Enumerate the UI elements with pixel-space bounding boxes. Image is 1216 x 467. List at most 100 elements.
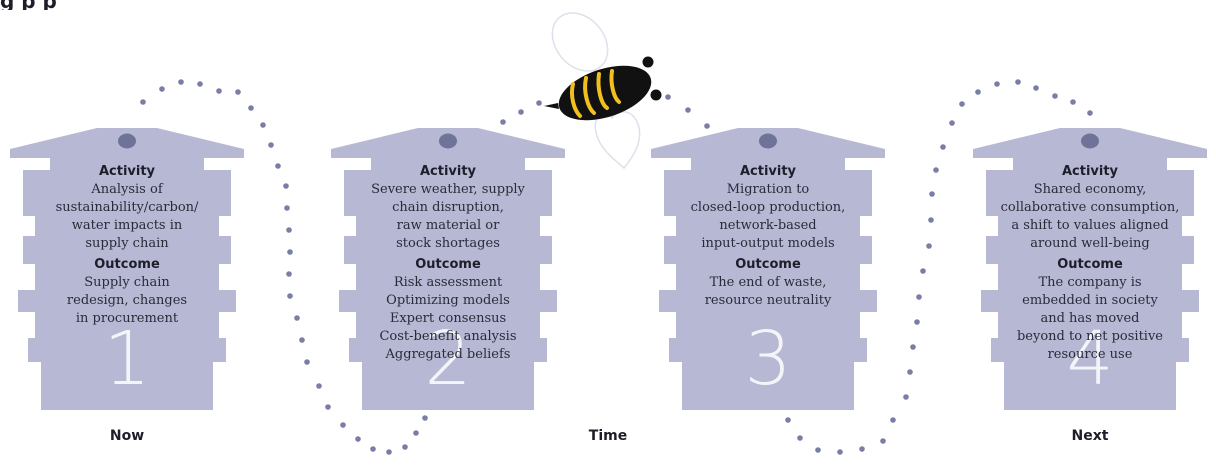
path-dot [910, 344, 916, 350]
path-dot [815, 447, 821, 453]
path-dot [299, 337, 305, 343]
path-dot [1052, 93, 1058, 99]
path-dot [287, 249, 293, 255]
outcome-line: Cost-benefit analysis [379, 329, 517, 344]
header-fragment: g p p [0, 0, 1216, 10]
outcome-line: embedded in society [1022, 293, 1158, 308]
path-dot [140, 99, 146, 105]
stage-number: 4 [1066, 316, 1113, 402]
path-dot [880, 438, 886, 444]
hive-4: 4 [973, 128, 1207, 410]
activity-line: raw material or [396, 218, 500, 233]
path-dot [837, 449, 843, 455]
activity-heading: Activity [739, 164, 797, 179]
path-dot [916, 294, 922, 300]
activity-line: stock shortages [396, 236, 500, 251]
path-dot [1087, 110, 1093, 116]
outcome-line: The end of waste, [709, 275, 827, 290]
bee-icon [544, 12, 662, 170]
activity-line: Migration to [726, 182, 810, 197]
path-dot [518, 109, 524, 115]
path-dot [500, 119, 506, 125]
path-dot [284, 205, 290, 211]
path-dot [536, 100, 542, 106]
path-dot [159, 86, 165, 92]
path-dot [286, 227, 292, 233]
path-dot [178, 79, 184, 85]
path-dot [926, 243, 932, 249]
activity-line: Analysis of [91, 182, 163, 197]
activity-line: Shared economy, [1033, 182, 1147, 197]
path-dot [907, 369, 913, 375]
activity-line: network-based [719, 218, 817, 233]
label-time: Time [588, 428, 628, 444]
outcome-line: Optimizing models [386, 293, 510, 308]
stage-number: 2 [424, 316, 471, 402]
path-dot [268, 142, 274, 148]
outcome-line: Expert consensus [389, 311, 507, 326]
activity-line: water impacts in [71, 218, 183, 233]
path-dot [1033, 85, 1039, 91]
activity-heading: Activity [98, 164, 156, 179]
hive-entrance [1081, 133, 1099, 149]
outcome-line: The company is [1038, 275, 1142, 290]
outcome-line: and has moved [1040, 311, 1140, 326]
outcome-line: Risk assessment [393, 275, 503, 290]
outcome-heading: Outcome [415, 257, 481, 272]
activity-line: chain disruption, [392, 200, 504, 215]
path-dot [286, 271, 292, 277]
path-dot [704, 123, 710, 129]
path-dot [928, 217, 934, 223]
path-dot [859, 446, 865, 452]
activity-heading: Activity [1061, 164, 1119, 179]
path-dot [216, 88, 222, 94]
hives-group: 1 2 3 4 [10, 128, 1207, 410]
path-dot [235, 89, 241, 95]
path-dot [665, 94, 671, 100]
hive-2: 2 [331, 128, 565, 410]
path-dot [797, 435, 803, 441]
path-dot [929, 191, 935, 197]
hive-body [651, 128, 885, 410]
activity-line: input-output models [701, 236, 835, 251]
path-dot [949, 120, 955, 126]
path-dot [370, 446, 376, 452]
hive-entrance [759, 133, 777, 149]
path-dot [386, 449, 392, 455]
path-dot [903, 394, 909, 400]
path-dot [1070, 99, 1076, 105]
outcome-line: Supply chain [84, 275, 170, 290]
path-dot [325, 404, 331, 410]
path-dot [260, 122, 266, 128]
hive-1: 1 [10, 128, 244, 410]
path-dot [316, 383, 322, 389]
path-dot [413, 430, 419, 436]
outcome-heading: Outcome [735, 257, 801, 272]
path-dot [287, 293, 293, 299]
path-dot [994, 81, 1000, 87]
label-next: Next [1071, 428, 1109, 444]
path-dot [940, 144, 946, 150]
activity-line: closed-loop production, [690, 200, 846, 215]
activity-heading: Activity [419, 164, 477, 179]
hive-entrance [439, 133, 457, 149]
path-dot [1015, 79, 1021, 85]
hive-3: 3 [651, 128, 885, 410]
path-dot [933, 167, 939, 173]
outcome-line: resource use [1047, 347, 1133, 362]
activity-line: Severe weather, supply [371, 182, 525, 197]
path-dot [914, 319, 920, 325]
activity-line: collaborative consumption, [1000, 200, 1180, 215]
outcome-line: redesign, changes [66, 293, 188, 308]
outcome-line: in procurement [75, 311, 179, 326]
hive-body [973, 128, 1207, 410]
path-dot [785, 417, 791, 423]
path-dot [248, 105, 254, 111]
outcome-heading: Outcome [1057, 257, 1123, 272]
hive-entrance [118, 133, 136, 149]
path-dot [975, 89, 981, 95]
